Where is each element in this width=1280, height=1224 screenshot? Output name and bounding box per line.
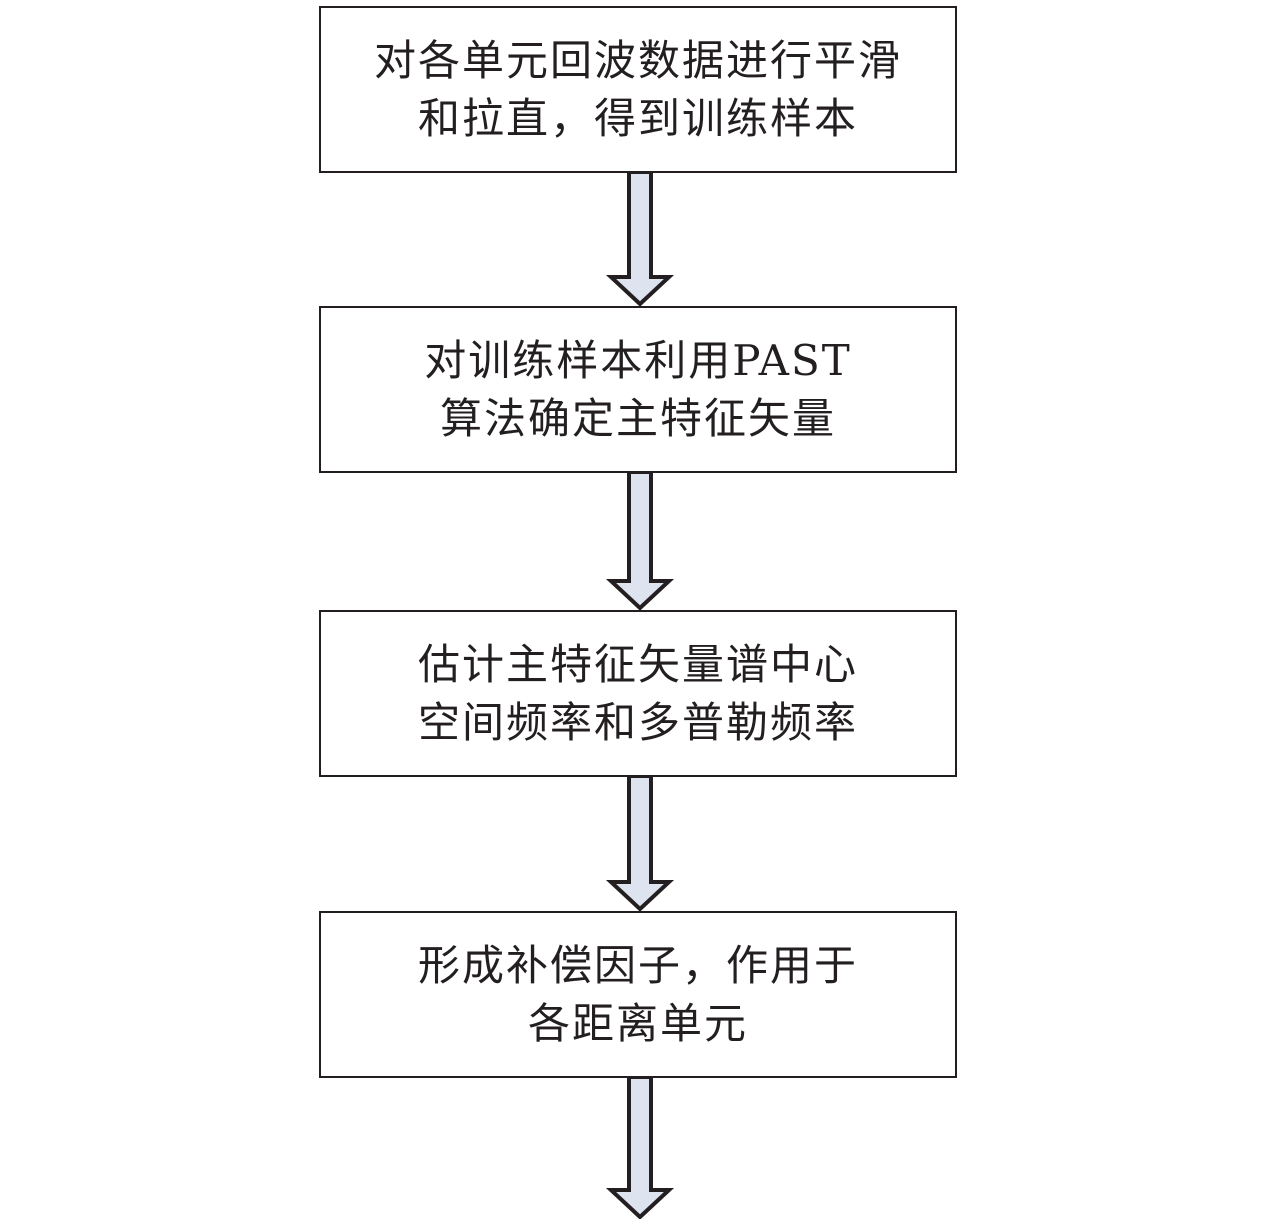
arrow-shape bbox=[605, 172, 675, 306]
step-1-line-1: 对各单元回波数据进行平滑 bbox=[373, 35, 902, 85]
arrow-shape bbox=[605, 1077, 675, 1219]
flow-arrow-down-icon bbox=[605, 472, 675, 610]
step-3-line-1: 估计主特征矢量谱中心 bbox=[417, 639, 858, 689]
step-2-line-1: 对训练样本利用PAST bbox=[424, 335, 852, 385]
step-1-box: 对各单元回波数据进行平滑 和拉直，得到训练样本 bbox=[319, 6, 957, 173]
step-1-line-2: 和拉直，得到训练样本 bbox=[417, 93, 858, 143]
arrow-shape bbox=[605, 472, 675, 610]
step-4-line-1: 形成补偿因子，作用于 bbox=[417, 940, 858, 990]
step-4-line-2: 各距离单元 bbox=[527, 998, 748, 1048]
step-2-line-2: 算法确定主特征矢量 bbox=[439, 393, 836, 443]
step-4-box: 形成补偿因子，作用于 各距离单元 bbox=[319, 911, 957, 1078]
step-3-line-2: 空间频率和多普勒频率 bbox=[417, 697, 858, 747]
flow-arrow-down-icon bbox=[605, 172, 675, 306]
flow-arrow-down-icon bbox=[605, 1077, 675, 1219]
step-3-box: 估计主特征矢量谱中心 空间频率和多普勒频率 bbox=[319, 610, 957, 777]
step-2-box: 对训练样本利用PAST 算法确定主特征矢量 bbox=[319, 306, 957, 473]
flow-arrow-down-icon bbox=[605, 776, 675, 911]
arrow-shape bbox=[605, 776, 675, 911]
